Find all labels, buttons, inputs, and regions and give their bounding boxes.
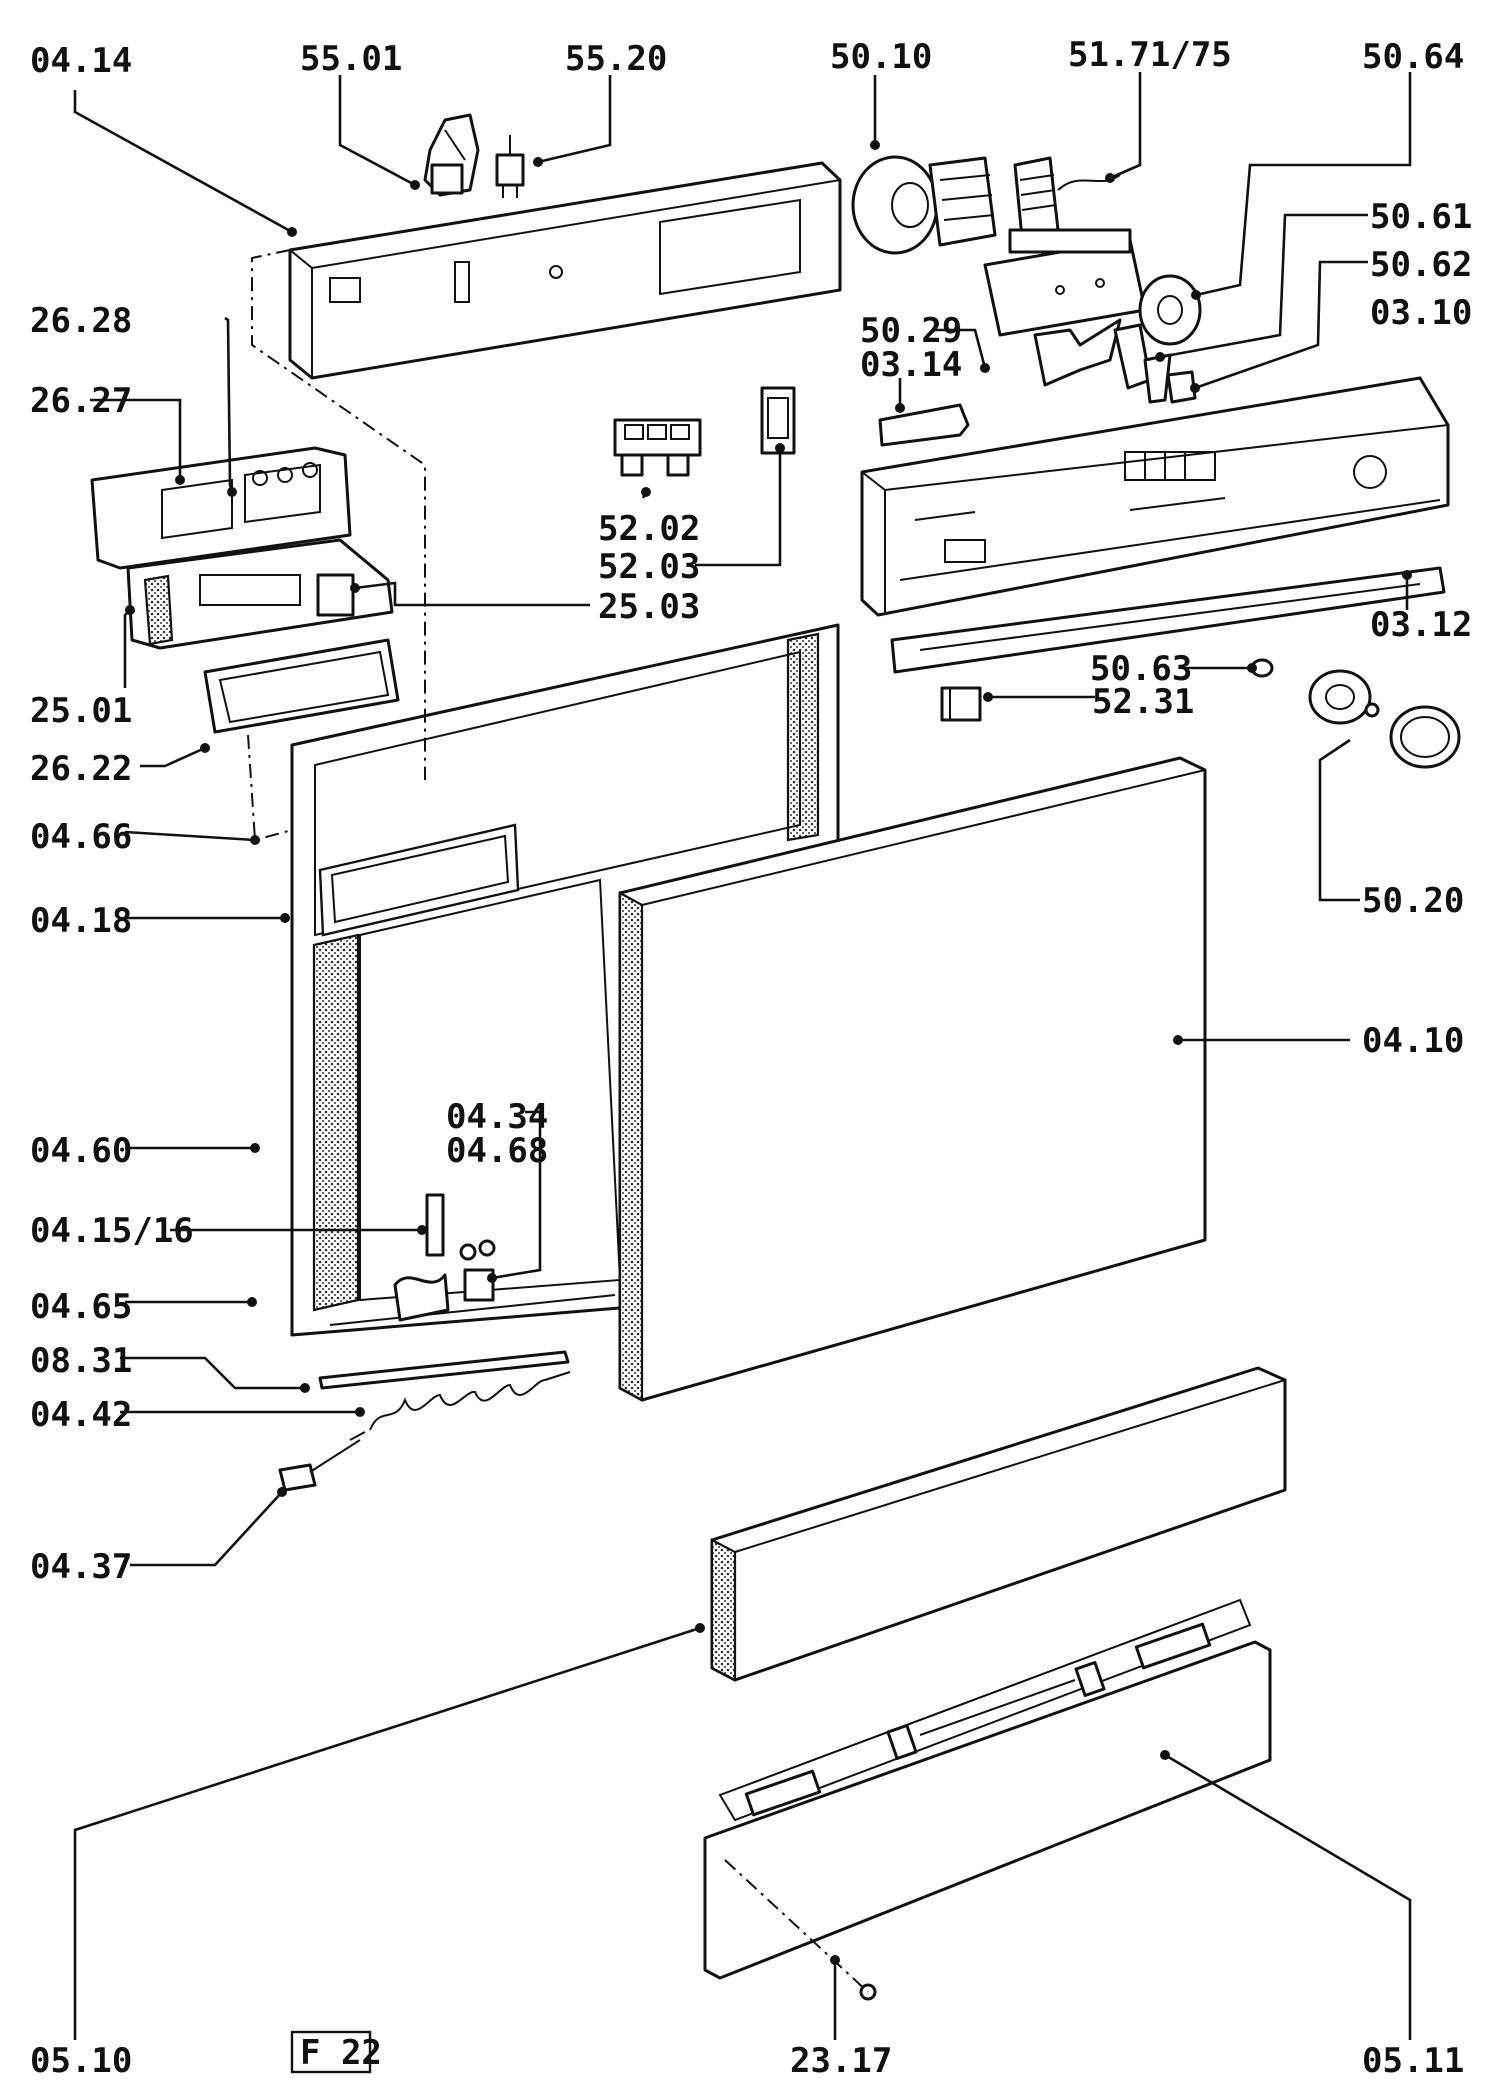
door-spring-part [349, 1371, 571, 1441]
callout-50-29: 50.29 [860, 311, 962, 351]
small-lever-part [1143, 353, 1197, 404]
callout-08-31: 08.31 [30, 1341, 132, 1381]
callout-04-14: 04.14 [30, 41, 132, 81]
callout-04-68: 04.68 [446, 1131, 548, 1171]
callout-26-28: 26.28 [30, 301, 132, 341]
callout-55-20: 55.20 [565, 39, 667, 79]
callout-50-62: 50.62 [1370, 245, 1472, 285]
callout-50-64: 50.64 [1362, 37, 1464, 77]
callout-05-10: 05.10 [30, 2041, 132, 2081]
callout-52-02: 52.02 [598, 509, 700, 549]
programme-switch-part [983, 228, 1147, 337]
door-switch-part [760, 386, 796, 455]
relay-block-part [613, 418, 702, 477]
callout-51-71-75: 51.71/75 [1068, 35, 1232, 75]
callout-04-65: 04.65 [30, 1287, 132, 1327]
plinth-mount-part [703, 1598, 1272, 1980]
callout-26-22: 26.22 [30, 749, 132, 789]
callout-04-66: 04.66 [30, 817, 132, 857]
control-fascia-part [860, 376, 1450, 617]
switch-bracket-part [423, 113, 480, 197]
callout-25-01: 25.01 [30, 691, 132, 731]
outer-door-panel-part [618, 756, 1207, 1402]
guide-piece-part [878, 403, 970, 447]
dispenser-gasket-part [203, 638, 400, 734]
callout-55-01: 55.01 [300, 39, 402, 79]
knob-assembly-part [1250, 658, 1461, 769]
callout-26-27: 26.27 [30, 381, 132, 421]
callout-50-10: 50.10 [830, 37, 932, 77]
assembly-lines [247, 249, 869, 1993]
plinth-panel-part [710, 1366, 1287, 1682]
callout-03-14: 03.14 [860, 345, 962, 385]
connector-loom-part [1013, 156, 1121, 240]
dispenser-body-part [126, 538, 394, 650]
sheet-label-box: F 22 [290, 2030, 382, 2074]
micro-switch-part [495, 135, 525, 198]
callout-23-17: 23.17 [790, 2041, 892, 2081]
callout-04-10: 04.10 [1362, 1021, 1464, 1061]
leader-dots [125, 140, 1412, 1965]
callout-04-60: 04.60 [30, 1131, 132, 1171]
top-rear-panel-part [288, 161, 842, 380]
timer-motor-part [851, 155, 997, 255]
callout-50-20: 50.20 [1362, 881, 1464, 921]
lever-part [1033, 318, 1152, 390]
cam-disc-part [1138, 274, 1202, 346]
hinge-rod-part [318, 1350, 570, 1390]
door-hinge-part [393, 1193, 496, 1322]
callout-05-11: 05.11 [1362, 2041, 1464, 2081]
callout-25-03: 25.03 [598, 587, 700, 627]
callout-52-31: 52.31 [1092, 682, 1194, 722]
callout-04-15-16: 04.15/16 [30, 1211, 194, 1251]
callout-04-18: 04.18 [30, 901, 132, 941]
callout-03-12: 03.12 [1370, 605, 1472, 645]
callout-50-61: 50.61 [1370, 197, 1472, 237]
sheet-label: F 22 [300, 2033, 382, 2073]
callout-50-63: 50.63 [1090, 649, 1192, 689]
indicator-block-part [940, 686, 982, 722]
scale-strip-part [890, 566, 1446, 674]
callout-04-37: 04.37 [30, 1547, 132, 1587]
callout-52-03: 52.03 [598, 547, 700, 587]
callout-03-10: 03.10 [1370, 293, 1472, 333]
callout-labels: 04.14 55.01 55.20 50.10 51.71/75 50.64 2… [30, 35, 1472, 2081]
callout-04-42: 04.42 [30, 1395, 132, 1435]
spring-hook-part [278, 1439, 361, 1492]
dispenser-cover-part [90, 446, 352, 570]
callout-04-34: 04.34 [446, 1097, 548, 1137]
